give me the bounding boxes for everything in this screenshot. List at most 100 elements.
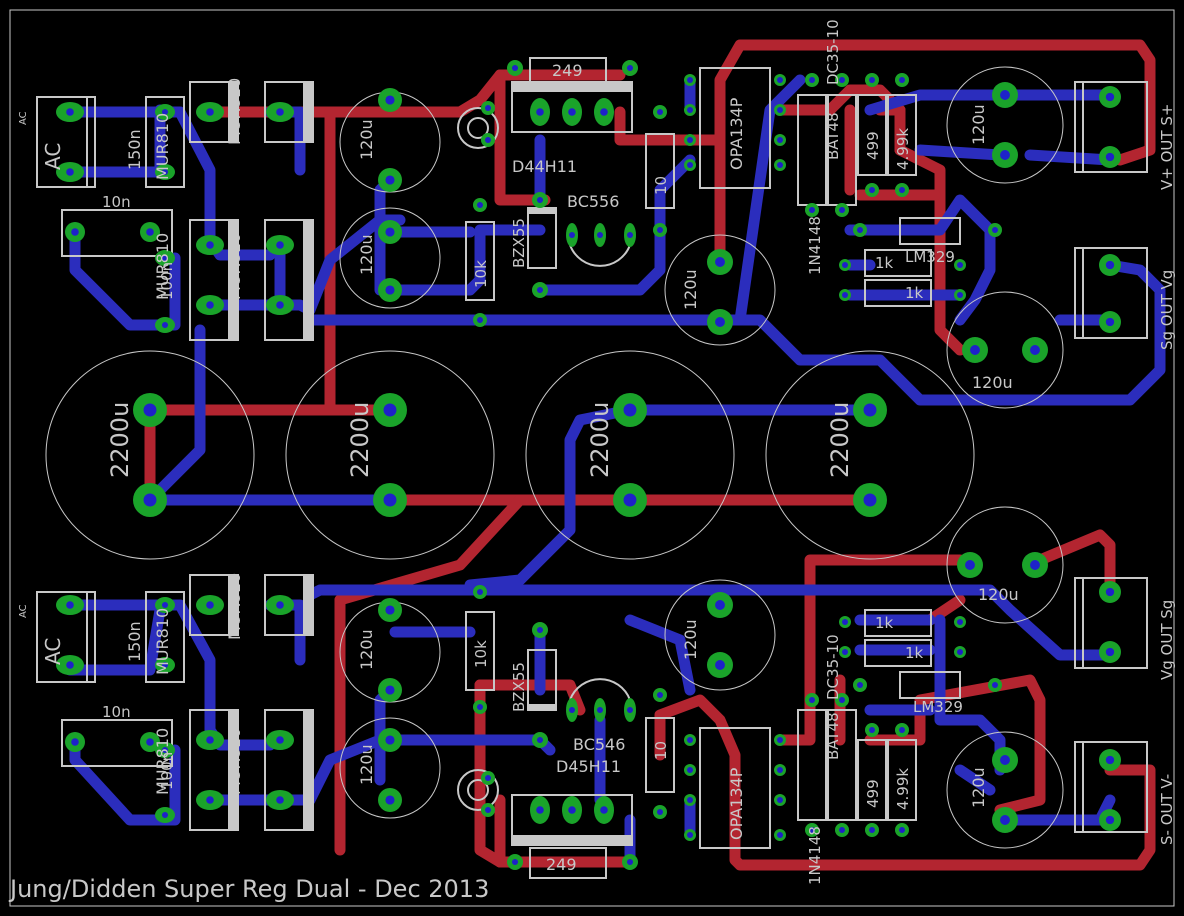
res-499k-label-top: 4.99k — [894, 128, 912, 170]
cap-10-label-top: 10 — [652, 176, 670, 195]
cap-100n-label-bottom: 100n — [158, 752, 176, 790]
lm329-label-bottom: LM329 — [913, 698, 963, 716]
drill-hole — [206, 301, 214, 309]
dc35-label-bottom: DC35-10 — [824, 634, 842, 700]
drill-hole — [1105, 317, 1115, 327]
drill-hole — [276, 601, 284, 609]
drill-hole — [1105, 815, 1115, 825]
output-sg-top-label: Sg OUT Vg — [1158, 270, 1176, 350]
drill-hole — [965, 560, 975, 570]
cap-150n-label-bottom: 150n — [125, 621, 144, 662]
drill-hole — [161, 321, 169, 329]
drill-hole — [857, 682, 863, 688]
drill-hole — [809, 697, 815, 703]
res-499-label-bottom: 499 — [864, 779, 882, 808]
drill-hole — [715, 600, 725, 610]
drill-hole — [1105, 92, 1115, 102]
d44h11-label: D44H11 — [512, 157, 577, 176]
drill-hole — [777, 797, 783, 803]
drill-hole — [536, 806, 544, 814]
drill-hole — [687, 767, 693, 773]
drill-hole — [385, 605, 395, 615]
drill-hole — [809, 827, 815, 833]
drill-hole — [1105, 152, 1115, 162]
bzx55-label-bottom: BZX55 — [510, 662, 528, 712]
cap-120u-label-5: 120u — [681, 269, 700, 310]
drill-hole — [687, 107, 693, 113]
drill-hole — [957, 262, 963, 268]
drill-hole — [385, 795, 395, 805]
drill-hole — [626, 858, 634, 866]
drill-hole — [161, 811, 169, 819]
pads-layer — [56, 60, 1121, 870]
drill-hole — [863, 493, 877, 507]
mur810-label-3: MUR810 — [153, 233, 172, 300]
res-499k-label-bottom: 4.99k — [894, 768, 912, 810]
drill-hole — [992, 682, 998, 688]
cap-120u-label-6: 120u — [681, 619, 700, 660]
drill-hole — [657, 109, 663, 115]
drill-hole — [477, 317, 483, 323]
drill-hole — [597, 232, 603, 238]
ac-small-label-bottom: AC — [18, 604, 29, 618]
cap-2200u-label-3: 2200u — [586, 402, 614, 478]
cap-120u-label-9: 120u — [978, 585, 1019, 604]
drill-hole — [842, 649, 848, 655]
cap-10n-label-top: 10n — [102, 193, 131, 211]
res-1k-label-2: 1k — [905, 284, 924, 302]
mur810-label-5: MUR810 — [153, 608, 172, 675]
drill-hole — [869, 187, 875, 193]
drill-hole — [842, 619, 848, 625]
drill-hole — [161, 254, 169, 262]
drill-hole — [161, 108, 169, 116]
res-1k-label-3: 1k — [875, 614, 894, 632]
drill-hole — [161, 601, 169, 609]
drill-hole — [899, 827, 905, 833]
drill-hole — [1105, 260, 1115, 270]
res-249-label-top: 249 — [552, 61, 583, 80]
drill-hole — [597, 707, 603, 713]
drill-hole — [842, 292, 848, 298]
drill-hole — [276, 796, 284, 804]
drill-hole — [536, 286, 544, 294]
drill-hole — [957, 649, 963, 655]
drill-hole — [899, 727, 905, 733]
cap-120u-label-8: 120u — [972, 373, 1013, 392]
drill-hole — [777, 107, 783, 113]
drill-hole — [383, 403, 397, 417]
drill-hole — [1030, 345, 1040, 355]
drill-hole — [385, 685, 395, 695]
drill-hole — [568, 108, 576, 116]
drill-hole — [687, 737, 693, 743]
cap-10n-label-bottom: 10n — [102, 703, 131, 721]
n4148-label-top: 1N4148 — [806, 216, 824, 275]
cap-120u-label-2: 120u — [357, 234, 376, 275]
drill-hole — [687, 832, 693, 838]
drill-hole — [687, 162, 693, 168]
drill-hole — [839, 827, 845, 833]
drill-hole — [276, 108, 284, 116]
drill-hole — [161, 168, 169, 176]
drill-hole — [146, 738, 154, 746]
drill-hole — [276, 241, 284, 249]
bat48-label-bottom: BAT48 — [824, 712, 842, 760]
cap-120u-label-1: 120u — [357, 119, 376, 160]
drill-hole — [511, 858, 519, 866]
drill-hole — [657, 692, 663, 698]
drill-hole — [206, 241, 214, 249]
drill-hole — [206, 736, 214, 744]
cap-150n-label-top: 150n — [125, 129, 144, 170]
drill-hole — [71, 228, 79, 236]
ac-small-label-top: AC — [18, 111, 29, 125]
drill-hole — [146, 228, 154, 236]
output-vminus-label: S- OUT V- — [1158, 774, 1176, 845]
drill-hole — [957, 292, 963, 298]
drill-hole — [1000, 90, 1010, 100]
drill-hole — [71, 738, 79, 746]
drill-hole — [869, 827, 875, 833]
drill-hole — [477, 704, 483, 710]
drill-hole — [66, 661, 74, 669]
drill-hole — [687, 77, 693, 83]
drill-hole — [626, 64, 634, 72]
